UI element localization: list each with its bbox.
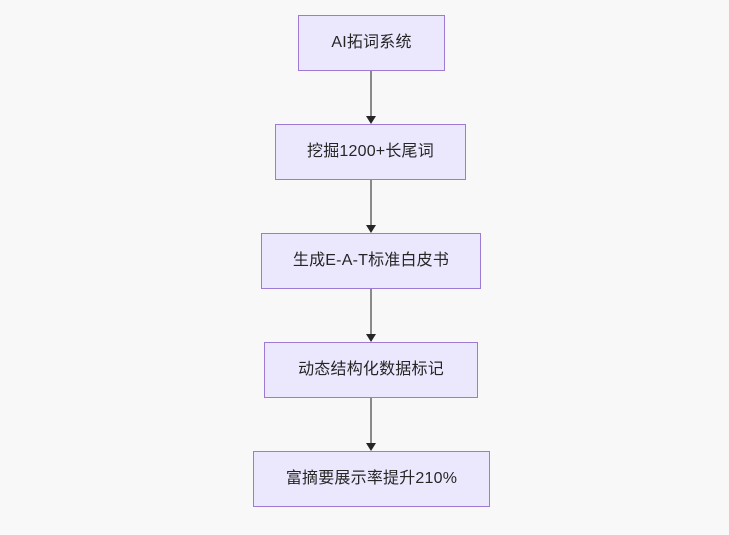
flow-node-label: 生成E-A-T标准白皮书 bbox=[292, 252, 450, 269]
arrowhead-down-icon bbox=[366, 225, 376, 233]
flow-node-rich-snippet-uplift[interactable]: 富摘要展示率提升210% bbox=[253, 451, 490, 507]
flow-connector-3-to-4 bbox=[366, 289, 376, 342]
flow-connector-2-to-3 bbox=[366, 180, 376, 233]
arrowhead-down-icon bbox=[366, 334, 376, 342]
flow-node-ai-keyword-system[interactable]: AI拓词系统 bbox=[298, 15, 445, 71]
connector-line bbox=[370, 289, 372, 335]
flow-node-label: 挖掘1200+长尾词 bbox=[307, 143, 434, 160]
flow-node-label: 富摘要展示率提升210% bbox=[285, 470, 458, 487]
flow-connector-1-to-2 bbox=[366, 71, 376, 124]
flow-node-dynamic-structured-data[interactable]: 动态结构化数据标记 bbox=[264, 342, 478, 398]
arrowhead-down-icon bbox=[366, 116, 376, 124]
connector-line bbox=[370, 398, 372, 444]
flow-node-generate-eat-whitepaper[interactable]: 生成E-A-T标准白皮书 bbox=[261, 233, 481, 289]
connector-line bbox=[370, 180, 372, 226]
flow-node-label: AI拓词系统 bbox=[331, 34, 412, 51]
flow-node-mine-longtail-keywords[interactable]: 挖掘1200+长尾词 bbox=[275, 124, 466, 180]
arrowhead-down-icon bbox=[366, 443, 376, 451]
flow-node-label: 动态结构化数据标记 bbox=[298, 361, 444, 378]
connector-line bbox=[370, 71, 372, 117]
flow-connector-4-to-5 bbox=[366, 398, 376, 451]
